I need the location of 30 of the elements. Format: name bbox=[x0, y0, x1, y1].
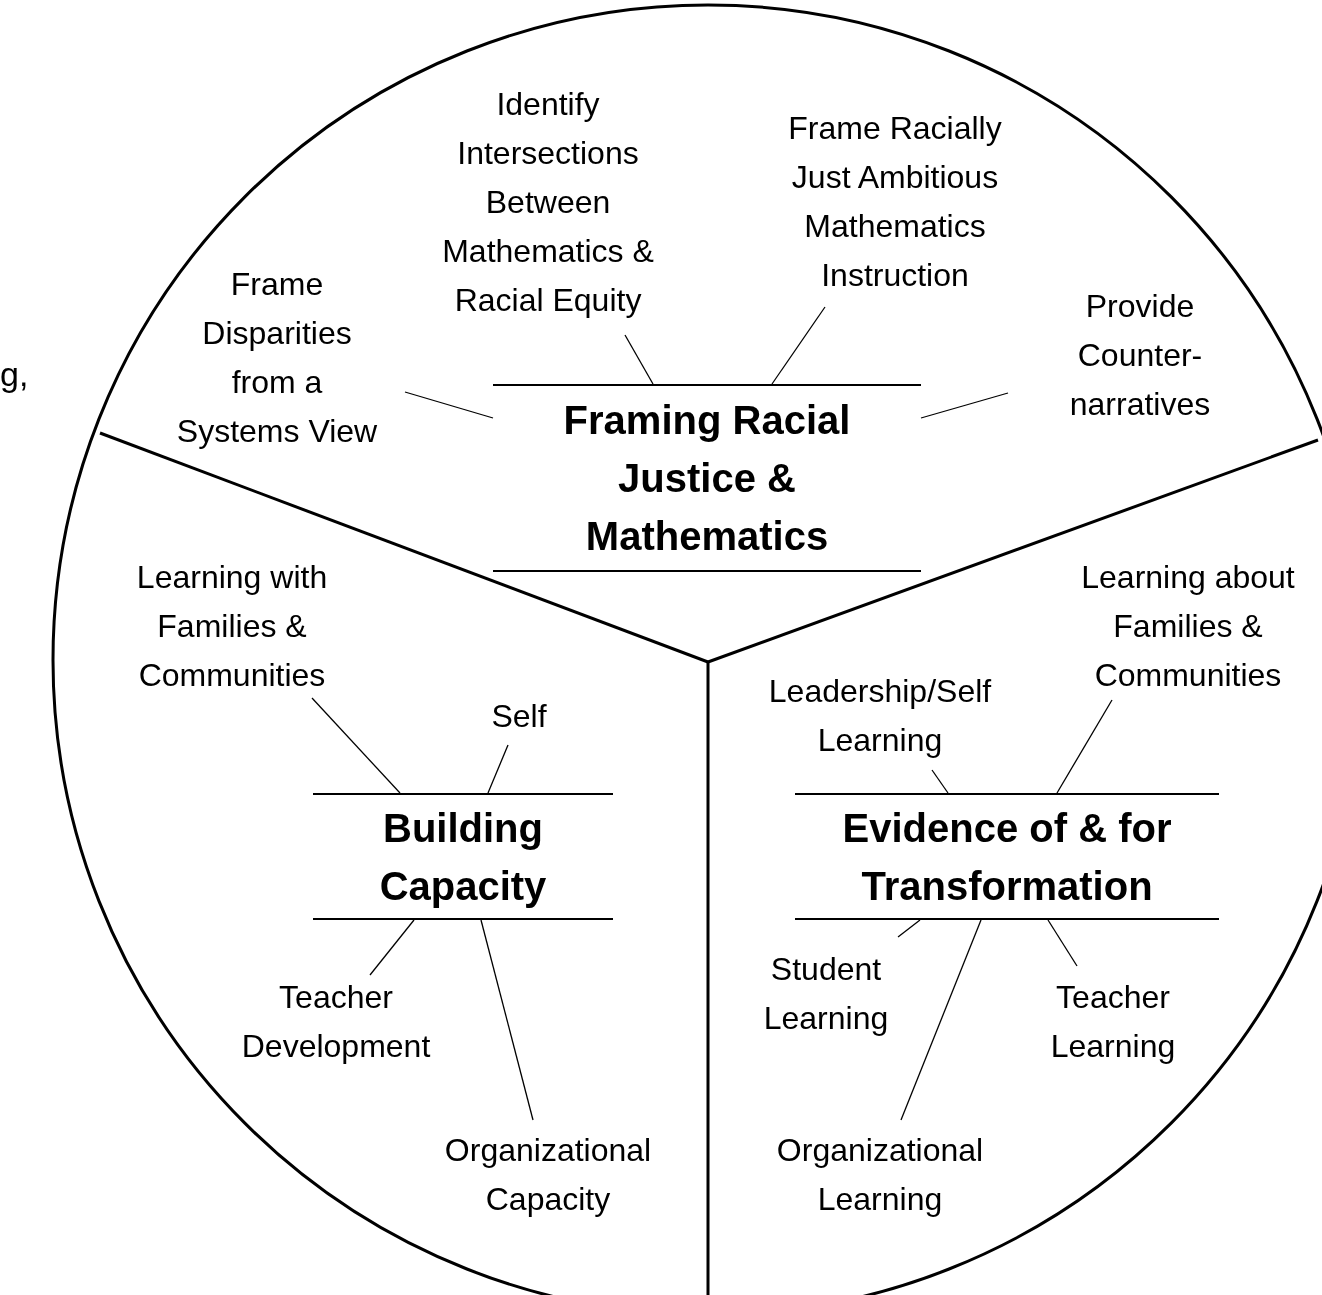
sector-title: Framing Racial Justice & Mathematics bbox=[493, 384, 921, 572]
topic-label: Frame Disparities from a Systems View bbox=[169, 260, 385, 456]
text-fragment: g, bbox=[0, 355, 29, 394]
topic-label: Provide Counter-narratives bbox=[1055, 282, 1225, 429]
leader-line bbox=[624, 334, 654, 385]
topic-label: Learning about Families & Communities bbox=[1053, 553, 1322, 700]
leader-line bbox=[311, 697, 401, 794]
topic-label: Teacher Development bbox=[236, 973, 436, 1071]
sector-title: Evidence of & for Transformation bbox=[795, 793, 1219, 920]
topic-label: Organizational Learning bbox=[745, 1126, 1015, 1224]
topic-label: Learning with Families & Communities bbox=[107, 553, 357, 700]
leader-line bbox=[404, 391, 494, 419]
leader-line bbox=[897, 919, 921, 938]
topic-label: Identify Intersections Between Mathematics & Racial Equity bbox=[413, 80, 683, 325]
sector-title: Building Capacity bbox=[313, 793, 613, 920]
topic-label: Leadership/Self Learning bbox=[740, 667, 1020, 765]
leader-line bbox=[1056, 699, 1113, 794]
topic-label: Student Learning bbox=[746, 945, 906, 1043]
topic-label: Frame Racially Just Ambitious Mathematics Instruction bbox=[760, 104, 1030, 300]
leader-line bbox=[920, 392, 1009, 419]
leader-line bbox=[369, 919, 415, 976]
topic-label: Teacher Learning bbox=[1028, 973, 1198, 1071]
leader-line bbox=[931, 769, 949, 794]
leader-line bbox=[487, 744, 509, 794]
topic-label: Self bbox=[469, 692, 569, 741]
leader-line bbox=[1047, 919, 1078, 967]
leader-line bbox=[771, 306, 826, 385]
leader-line bbox=[900, 919, 982, 1121]
topic-label: Organizational Capacity bbox=[413, 1126, 683, 1224]
leader-line bbox=[480, 919, 534, 1121]
